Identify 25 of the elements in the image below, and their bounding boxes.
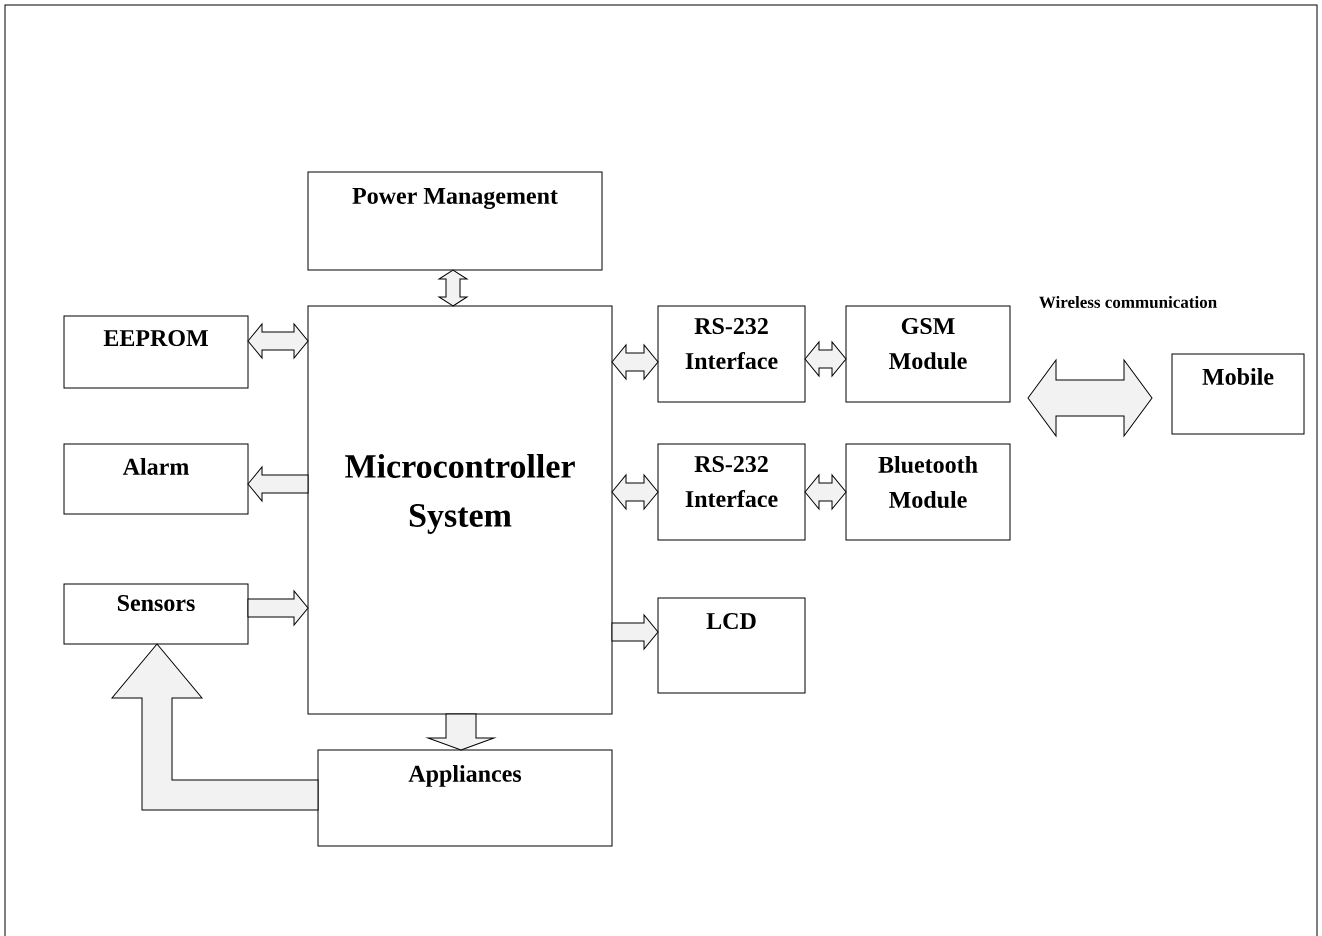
- block-arrow: [804, 474, 847, 510]
- block: RS-232 Interface: [657, 305, 806, 403]
- block-arrow: [111, 643, 319, 811]
- block-arrow: [438, 269, 468, 307]
- block: Alarm: [63, 443, 249, 515]
- block-arrow: [611, 344, 659, 380]
- block-arrow: [611, 614, 659, 650]
- block: GSM Module: [845, 305, 1011, 403]
- block: Power Management: [307, 171, 603, 271]
- block: Microcontroller System: [307, 305, 613, 715]
- block-arrow: [247, 466, 309, 502]
- block-arrow: [804, 341, 847, 377]
- block: Bluetooth Module: [845, 443, 1011, 541]
- block-arrow: [247, 323, 309, 359]
- text-label: Wireless communication: [1039, 295, 1217, 308]
- block: Appliances: [317, 749, 613, 847]
- block-arrow: [427, 713, 495, 751]
- block-arrow: [1027, 359, 1153, 437]
- block: EEPROM: [63, 315, 249, 389]
- block-arrow: [247, 590, 309, 626]
- block: LCD: [657, 597, 806, 694]
- block: Sensors: [63, 583, 249, 645]
- block: Mobile: [1171, 353, 1305, 435]
- block-arrow: [611, 474, 659, 510]
- block: RS-232 Interface: [657, 443, 806, 541]
